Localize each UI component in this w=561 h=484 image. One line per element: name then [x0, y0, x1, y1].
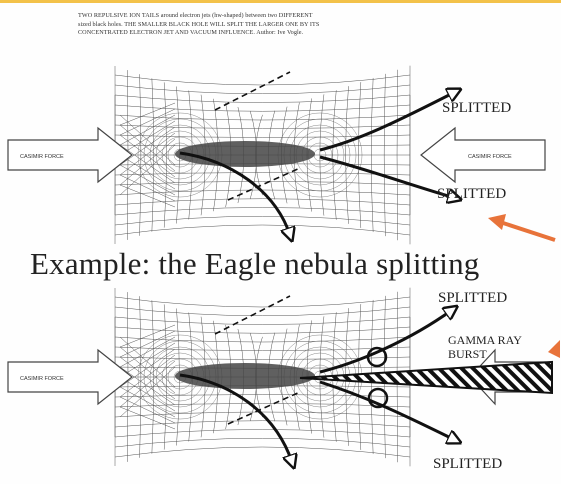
top-right-arrow-label: CASIMIR FORCE — [468, 154, 512, 160]
bottom-split-label-lower: SPLITTED — [433, 456, 503, 472]
header-line-3: CONCENTRATED ELECTRON JET AND VACUUM INF… — [78, 29, 304, 37]
top-core-band — [175, 141, 315, 167]
gamma-ray-burst-beam — [299, 360, 553, 395]
bottom-curved-arrow-upper — [319, 310, 452, 374]
top-dashed-line-lower — [227, 167, 301, 201]
top-split-label-upper: SPLITTED — [442, 100, 512, 116]
header-text: TWO REPULSIVE ION TAILS around electron … — [78, 12, 478, 38]
caption: Example: the Eagle nebula splitting — [30, 246, 480, 281]
pointer-arrow-bottom — [548, 340, 560, 358]
top-split-label-lower: SPLITTED — [437, 186, 507, 202]
top-right-casimir-arrow — [420, 126, 546, 184]
bottom-dashed-line-upper — [214, 295, 291, 335]
top-left-casimir-arrow — [7, 126, 133, 184]
gamma-ray-burst-label-line2: BURST — [448, 347, 487, 361]
top-curved-arrow-lower — [319, 155, 455, 198]
bottom-split-label-upper: SPLITTED — [438, 290, 508, 306]
top-dashed-line-upper — [214, 71, 291, 111]
header-line-2: sized black holes. THE SMALLER BLACK HOL… — [78, 20, 320, 28]
top-field-diagram: CASIMIR FORCE CASIMIR FORCE — [7, 65, 546, 245]
bottom-upper-circle-marker — [366, 346, 388, 368]
top-curved-arrow-upper — [319, 92, 455, 152]
bottom-curved-arrow-lower — [319, 380, 455, 440]
top-border — [0, 0, 561, 3]
pointer-arrow-top — [488, 214, 556, 242]
bottom-left-arrow-label: CASIMIR FORCE — [20, 376, 64, 382]
bottom-core-band — [175, 363, 315, 389]
gamma-ray-burst-label: GAMMA RAY BURST — [448, 333, 522, 361]
bottom-field-diagram: CASIMIR FORCE — [7, 287, 553, 467]
bottom-curved-arrow-left — [179, 373, 292, 462]
bottom-dashed-line-lower — [227, 391, 301, 425]
bottom-lower-circle-marker — [367, 387, 389, 409]
bottom-left-casimir-arrow — [7, 348, 133, 406]
top-left-arrow-label: CASIMIR FORCE — [20, 154, 64, 160]
gamma-ray-burst-label-line1: GAMMA RAY — [448, 333, 522, 347]
top-curved-arrow-left — [179, 151, 290, 235]
header-line-1: TWO REPULSIVE ION TAILS around electron … — [78, 12, 313, 19]
